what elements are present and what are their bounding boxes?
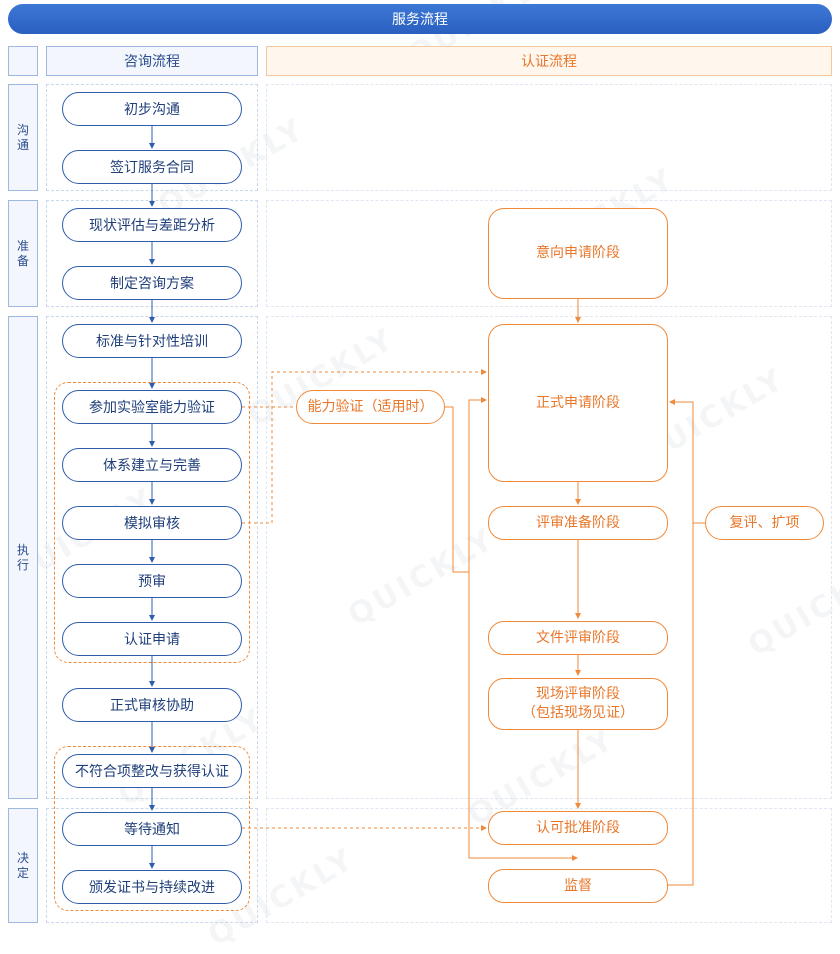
certify-column-header: 认证流程 [266, 46, 832, 76]
step-mock-audit: 模拟审核 [62, 506, 242, 540]
cert-formal-application: 正式申请阶段 [488, 324, 668, 482]
banner-title: 服务流程 [8, 4, 832, 34]
cert-onsite-review-note: （包括现场见证） [522, 705, 634, 721]
step-await-notice: 等待通知 [62, 812, 242, 846]
cert-review-preparation: 评审准备阶段 [488, 506, 668, 540]
flow-connectors [149, 126, 705, 886]
cert-intent-application: 意向申请阶段 [488, 208, 668, 299]
step-proficiency-testing: 参加实验室能力验证 [62, 390, 242, 424]
certify-lane-communicate [266, 84, 832, 191]
review-expand-label: 复评、扩项 [705, 506, 824, 540]
certify-lane-execute [266, 316, 832, 799]
step-sign-contract: 签订服务合同 [62, 150, 242, 184]
cert-supervision: 监督 [488, 869, 668, 903]
step-standard-training: 标准与针对性培训 [62, 324, 242, 358]
step-certification-application: 认证申请 [62, 622, 242, 656]
cert-onsite-review-title: 现场评审阶段 [536, 686, 620, 702]
consult-column-header: 咨询流程 [46, 46, 258, 76]
phase-communicate: 沟通 [8, 84, 38, 191]
step-formal-audit-assist: 正式审核协助 [62, 688, 242, 722]
step-nonconformity-rectification: 不符合项整改与获得认证 [62, 754, 242, 788]
certify-lane-prepare [266, 200, 832, 307]
cert-onsite-review: 现场评审阶段 （包括现场见证） [488, 678, 668, 730]
step-initial-communication: 初步沟通 [62, 92, 242, 126]
step-system-build: 体系建立与完善 [62, 448, 242, 482]
phase-prepare: 准备 [8, 200, 38, 307]
step-pre-audit: 预审 [62, 564, 242, 598]
certify-lane-decide [266, 808, 832, 923]
step-gap-analysis: 现状评估与差距分析 [62, 208, 242, 242]
phase-decide: 决定 [8, 808, 38, 923]
step-issue-certificate: 颁发证书与持续改进 [62, 870, 242, 904]
header-corner [8, 46, 38, 76]
proficiency-label: 能力验证（适用时） [296, 390, 445, 424]
cert-document-review: 文件评审阶段 [488, 621, 668, 655]
step-consulting-plan: 制定咨询方案 [62, 266, 242, 300]
phase-execute: 执行 [8, 316, 38, 799]
cert-approval: 认可批准阶段 [488, 811, 668, 845]
